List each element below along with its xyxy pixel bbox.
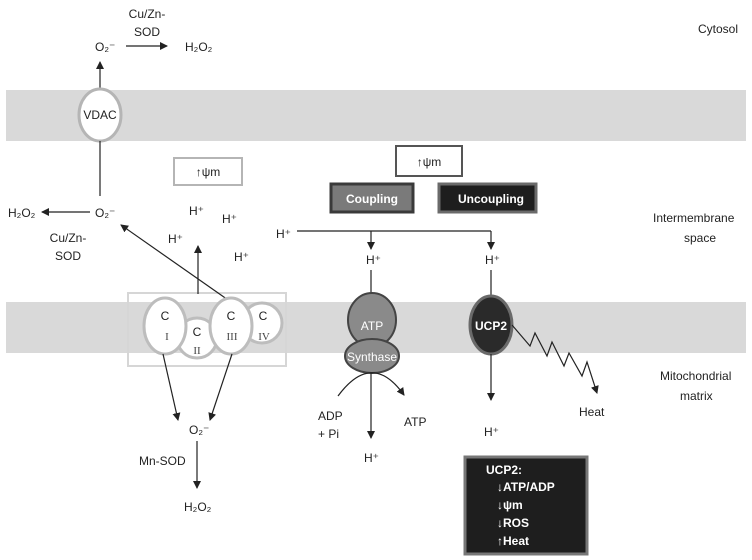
proton-source: H⁺: [276, 227, 291, 241]
complex-iv-c: C: [259, 309, 268, 323]
complex-iii-c: C: [227, 309, 236, 323]
uncoupling-label: Uncoupling: [458, 192, 524, 206]
ucp2-label: UCP2: [475, 319, 507, 333]
proton-ims-atp: H⁺: [366, 253, 381, 267]
complex-iii: [208, 296, 254, 356]
top-sod-label: Cu/Zn-: [129, 7, 166, 21]
label-intermembrane: Intermembrane: [653, 211, 735, 225]
top-o2: O₂⁻: [95, 40, 115, 54]
coupling-label: Coupling: [346, 192, 398, 206]
outer-membrane: [6, 90, 746, 141]
ucp2-summary-title: UCP2:: [486, 463, 522, 477]
psi-box-center-label: ↑ψm: [417, 155, 442, 169]
complex-ii-num: II: [193, 345, 201, 357]
uncoupling-box: [437, 182, 538, 214]
ims-h2o2: H₂O₂: [8, 206, 36, 220]
ucp2-summary-heat: ↑Heat: [497, 534, 529, 548]
atp-curved-arrow: [337, 372, 405, 397]
psi-box-left-label: ↑ψm: [196, 165, 221, 179]
heat-wave: [511, 324, 599, 394]
matrix-o2: O₂⁻: [189, 423, 209, 437]
top-sod-label-2: SOD: [134, 25, 160, 39]
top-h2o2: H₂O₂: [185, 40, 213, 54]
etc-box: [127, 292, 287, 367]
proton-1: H⁺: [189, 204, 204, 218]
proton-matrix-atp: H⁺: [364, 451, 379, 465]
atp-synthase-label-top: ATP: [361, 319, 383, 333]
complex-i-matrix-arrow: [162, 353, 181, 421]
complex-iii-matrix-arrow: [208, 353, 233, 421]
proton-3: H⁺: [168, 232, 183, 246]
label-intermembrane-2: space: [684, 231, 716, 245]
label-cytosol: Cytosol: [698, 22, 738, 36]
ims-sod-label-2: SOD: [55, 249, 81, 263]
proton-2: H⁺: [222, 212, 237, 226]
label-matrix-2: matrix: [680, 389, 713, 403]
psi-box-left: [173, 157, 243, 186]
complex-iv-num: IV: [258, 331, 270, 343]
matrix-h2o2: H₂O₂: [184, 500, 212, 514]
vdac-label: VDAC: [83, 108, 117, 122]
coupling-box: [329, 182, 415, 214]
heat-label: Heat: [579, 405, 605, 419]
complex-i-c: C: [161, 309, 170, 323]
complex-iii-num: III: [227, 331, 238, 343]
ucp2-summary-ros: ↓ROS: [497, 516, 529, 530]
proton-4: H⁺: [234, 250, 249, 264]
complex-i-num: I: [165, 331, 169, 343]
pi-label: + Pi: [318, 427, 339, 441]
ucp2-summary-box: [463, 455, 589, 556]
label-matrix: Mitochondrial: [660, 369, 731, 383]
atp-synthase-label-bottom: Synthase: [347, 350, 397, 364]
complex-ii-c: C: [193, 325, 202, 339]
proton-ims-ucp: H⁺: [485, 253, 500, 267]
ucp2-summary-atp: ↓ATP/ADP: [497, 480, 555, 494]
psi-box-center: [395, 145, 463, 177]
proton-matrix-ucp: H⁺: [484, 425, 499, 439]
complex-i: [142, 296, 188, 356]
atp-out-label: ATP: [404, 415, 426, 429]
complex-iii-o2-arrow: [120, 224, 232, 303]
mn-sod-label: Mn-SOD: [139, 454, 186, 468]
ims-o2: O₂⁻: [95, 206, 115, 220]
ims-sod-label: Cu/Zn-: [50, 231, 87, 245]
ucp2-summary-psi: ↓ψm: [497, 498, 523, 512]
adp-label: ADP: [318, 409, 343, 423]
